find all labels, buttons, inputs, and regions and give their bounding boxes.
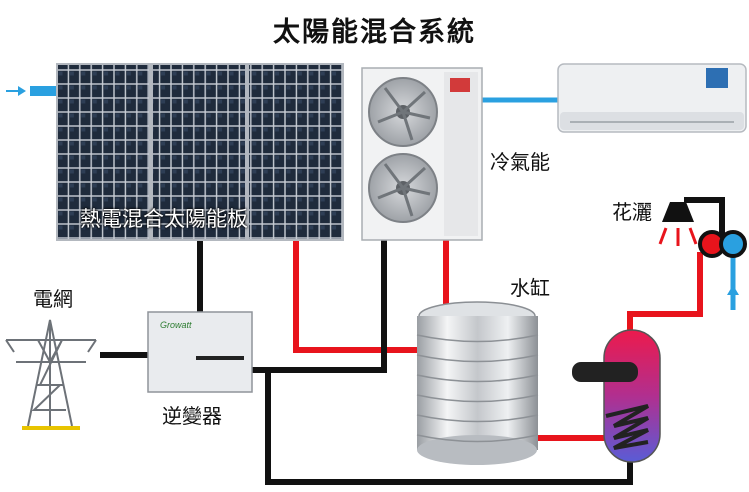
diagram-title: 太陽能混合系統 [273, 17, 476, 48]
label-solar-panel: 熱電混合太陽能板 [80, 207, 248, 231]
indoor-ac-unit [557, 63, 747, 133]
shower-head-icon [658, 202, 698, 246]
solar-panel-2 [151, 63, 247, 241]
water-tank [416, 301, 539, 465]
label-grid: 電網 [33, 287, 73, 311]
label-inverter: 逆變器 [162, 404, 222, 428]
heat-pump-unit [361, 67, 483, 241]
inverter-to-boiler-cable [265, 370, 633, 485]
solar-panel-1 [56, 63, 151, 241]
solar-panel-3 [247, 63, 344, 241]
pipes-and-cables [30, 86, 739, 485]
label-heat-pump: 冷氣能 [490, 150, 550, 174]
shower-arm-pipe [684, 197, 725, 236]
grid-tower-icon [5, 319, 97, 430]
heating-coil-icon [605, 404, 650, 450]
inlet-arrow-icon [6, 86, 26, 96]
panel-hot-pipe [293, 240, 418, 353]
solar-panel-array [56, 63, 344, 241]
heatpump-power-cable [252, 240, 387, 373]
label-water-tank: 水缸 [510, 276, 550, 300]
hot-water-cylinder [572, 329, 661, 463]
mixer-valve-icon [698, 230, 747, 258]
cold-arrow-up [727, 285, 739, 295]
inverter-brand: Growatt [160, 320, 192, 330]
inverter-unit: Growatt [147, 311, 253, 393]
boiler-to-shower-pipe [627, 252, 703, 330]
label-shower: 花灑 [612, 200, 652, 224]
